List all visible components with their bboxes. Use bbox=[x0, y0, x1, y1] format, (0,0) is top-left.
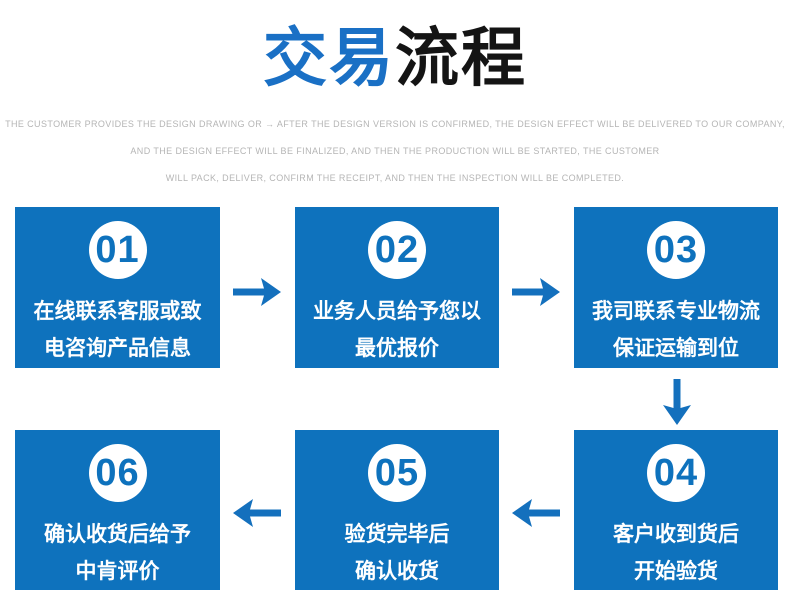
page-title-dark-part: 流程 bbox=[395, 22, 527, 94]
step-box-02: 02 业务人员给予您以 最优报价 bbox=[295, 207, 499, 368]
step-number-badge: 04 bbox=[647, 444, 705, 502]
step-line: 业务人员给予您以 bbox=[313, 300, 481, 323]
step-description: 在线联系客服或致 电咨询产品信息 bbox=[34, 293, 202, 367]
step-description: 客户收到货后 开始验货 bbox=[613, 516, 739, 590]
subtitle-line-2: AND THE DESIGN EFFECT WILL BE FINALIZED,… bbox=[130, 146, 660, 156]
step-line: 中肯评价 bbox=[75, 560, 160, 583]
step-description: 业务人员给予您以 最优报价 bbox=[313, 293, 481, 367]
page-title: 交易流程 bbox=[0, 16, 790, 100]
step-box-06: 06 确认收货后给予 中肯评价 bbox=[15, 430, 220, 590]
step-description: 确认收货后给予 中肯评价 bbox=[44, 516, 191, 590]
subtitle-line-3: WILL PACK, DELIVER, CONFIRM THE RECEIPT,… bbox=[165, 173, 625, 183]
step-line: 我司联系专业物流 bbox=[592, 300, 760, 323]
step-description: 我司联系专业物流 保证运输到位 bbox=[592, 293, 760, 367]
subtitle: THE CUSTOMER PROVIDES THE DESIGN DRAWING… bbox=[0, 111, 790, 192]
step-line: 在线联系客服或致 bbox=[33, 300, 202, 323]
step-line: 保证运输到位 bbox=[613, 337, 739, 360]
step-box-01: 01 在线联系客服或致 电咨询产品信息 bbox=[15, 207, 220, 368]
step-box-03: 03 我司联系专业物流 保证运输到位 bbox=[574, 207, 778, 368]
step-number-badge: 02 bbox=[368, 221, 426, 279]
step-line: 最优报价 bbox=[355, 337, 439, 360]
step-number-badge: 05 bbox=[368, 444, 426, 502]
step-line: 电咨询产品信息 bbox=[44, 337, 191, 360]
step-line: 客户收到货后 bbox=[613, 523, 739, 546]
step-line: 确认收货 bbox=[355, 560, 439, 583]
step-line: 确认收货后给予 bbox=[44, 523, 191, 546]
step-line: 开始验货 bbox=[634, 560, 718, 583]
step-description: 验货完毕后 确认收货 bbox=[345, 516, 450, 590]
page-title-blue-part: 交易 bbox=[263, 22, 395, 94]
step-number-badge: 03 bbox=[647, 221, 705, 279]
step-line: 验货完毕后 bbox=[344, 523, 450, 546]
arrow-left-icon bbox=[511, 492, 561, 534]
arrow-down-icon bbox=[656, 378, 698, 426]
arrow-right-icon bbox=[232, 271, 282, 313]
arrow-left-icon bbox=[232, 492, 282, 534]
subtitle-line-1: THE CUSTOMER PROVIDES THE DESIGN DRAWING… bbox=[5, 119, 785, 129]
step-box-05: 05 验货完毕后 确认收货 bbox=[295, 430, 499, 590]
step-number-badge: 01 bbox=[88, 221, 147, 279]
step-box-04: 04 客户收到货后 开始验货 bbox=[574, 430, 778, 590]
arrow-right-icon bbox=[511, 271, 561, 313]
step-number-badge: 06 bbox=[88, 444, 147, 502]
